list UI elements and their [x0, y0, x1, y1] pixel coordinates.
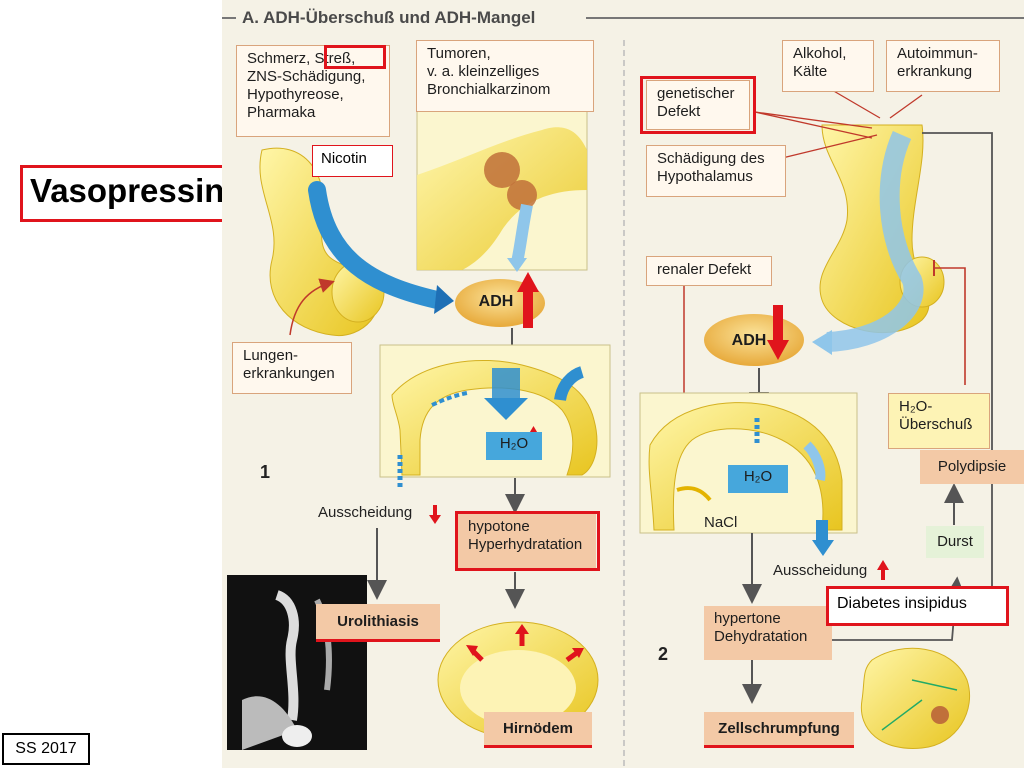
figure-graphics: [222, 17, 1024, 768]
adh-label-left: ADH: [478, 293, 514, 310]
nicotin-highlight: [312, 145, 393, 177]
hirnoedem-box: Hirnödem: [484, 712, 592, 748]
panel-number-1: 1: [260, 462, 271, 482]
stress-highlight: [324, 45, 386, 69]
lung-disease-box: Lungen- erkrankungen: [232, 342, 352, 394]
polydipsie-box: Polydipsie: [920, 450, 1024, 484]
panel-number-2: 2: [658, 644, 669, 664]
urolithiasis-box: Urolithiasis: [316, 604, 440, 642]
diabetes-insipidus-highlight: [826, 586, 1009, 626]
durst-box: Durst: [926, 526, 984, 558]
nacl-label: NaCl: [704, 514, 738, 531]
tumor-box: Tumoren, v. a. kleinzelliges Bronchialka…: [416, 40, 594, 112]
zellschrumpfung-box: Zellschrumpfung: [704, 712, 854, 748]
genetic-defect-box: genetischer Defekt: [646, 80, 750, 130]
alcohol-cold-box: Alkohol, Kälte: [782, 40, 874, 92]
hypothalamus-damage-box: Schädigung des Hypothalamus: [646, 145, 786, 197]
hypertone-dehydratation-box: hypertone Dehydratation: [704, 606, 832, 660]
water-excess-box: H₂O- Überschuß: [888, 393, 990, 449]
right-pituitary-gland: [819, 124, 945, 334]
ausscheidung-label-left: Ausscheidung: [318, 504, 413, 521]
ausscheidung-label-right: Ausscheidung: [773, 562, 868, 579]
adh-figure: A. ADH-Überschuß und ADH-Mangel: [222, 0, 1024, 768]
semester-label: SS 2017: [2, 733, 90, 765]
diabetes-insipidus-label: Diabetes insipidus: [837, 595, 967, 612]
genetic-defect-highlight: [640, 76, 756, 134]
hypotone-hyperhydratation-box: hypotone Hyperhydratation: [458, 514, 596, 568]
h2o-box-left: H₂O: [486, 432, 542, 460]
nicotin-label: Nicotin: [321, 150, 367, 167]
vasopressin-label-box: [20, 165, 252, 222]
adh-label-right: ADH: [731, 332, 767, 349]
h2o-box-right: H₂O: [728, 465, 788, 493]
hypotone-highlight: [455, 511, 600, 571]
vasopressin-label: Vasopressin: [30, 172, 225, 209]
autoimmune-box: Autoimmun- erkrankung: [886, 40, 1000, 92]
figure-title: A. ADH-Überschuß und ADH-Mangel: [242, 8, 536, 27]
renal-defect-box: renaler Defekt: [646, 256, 772, 286]
